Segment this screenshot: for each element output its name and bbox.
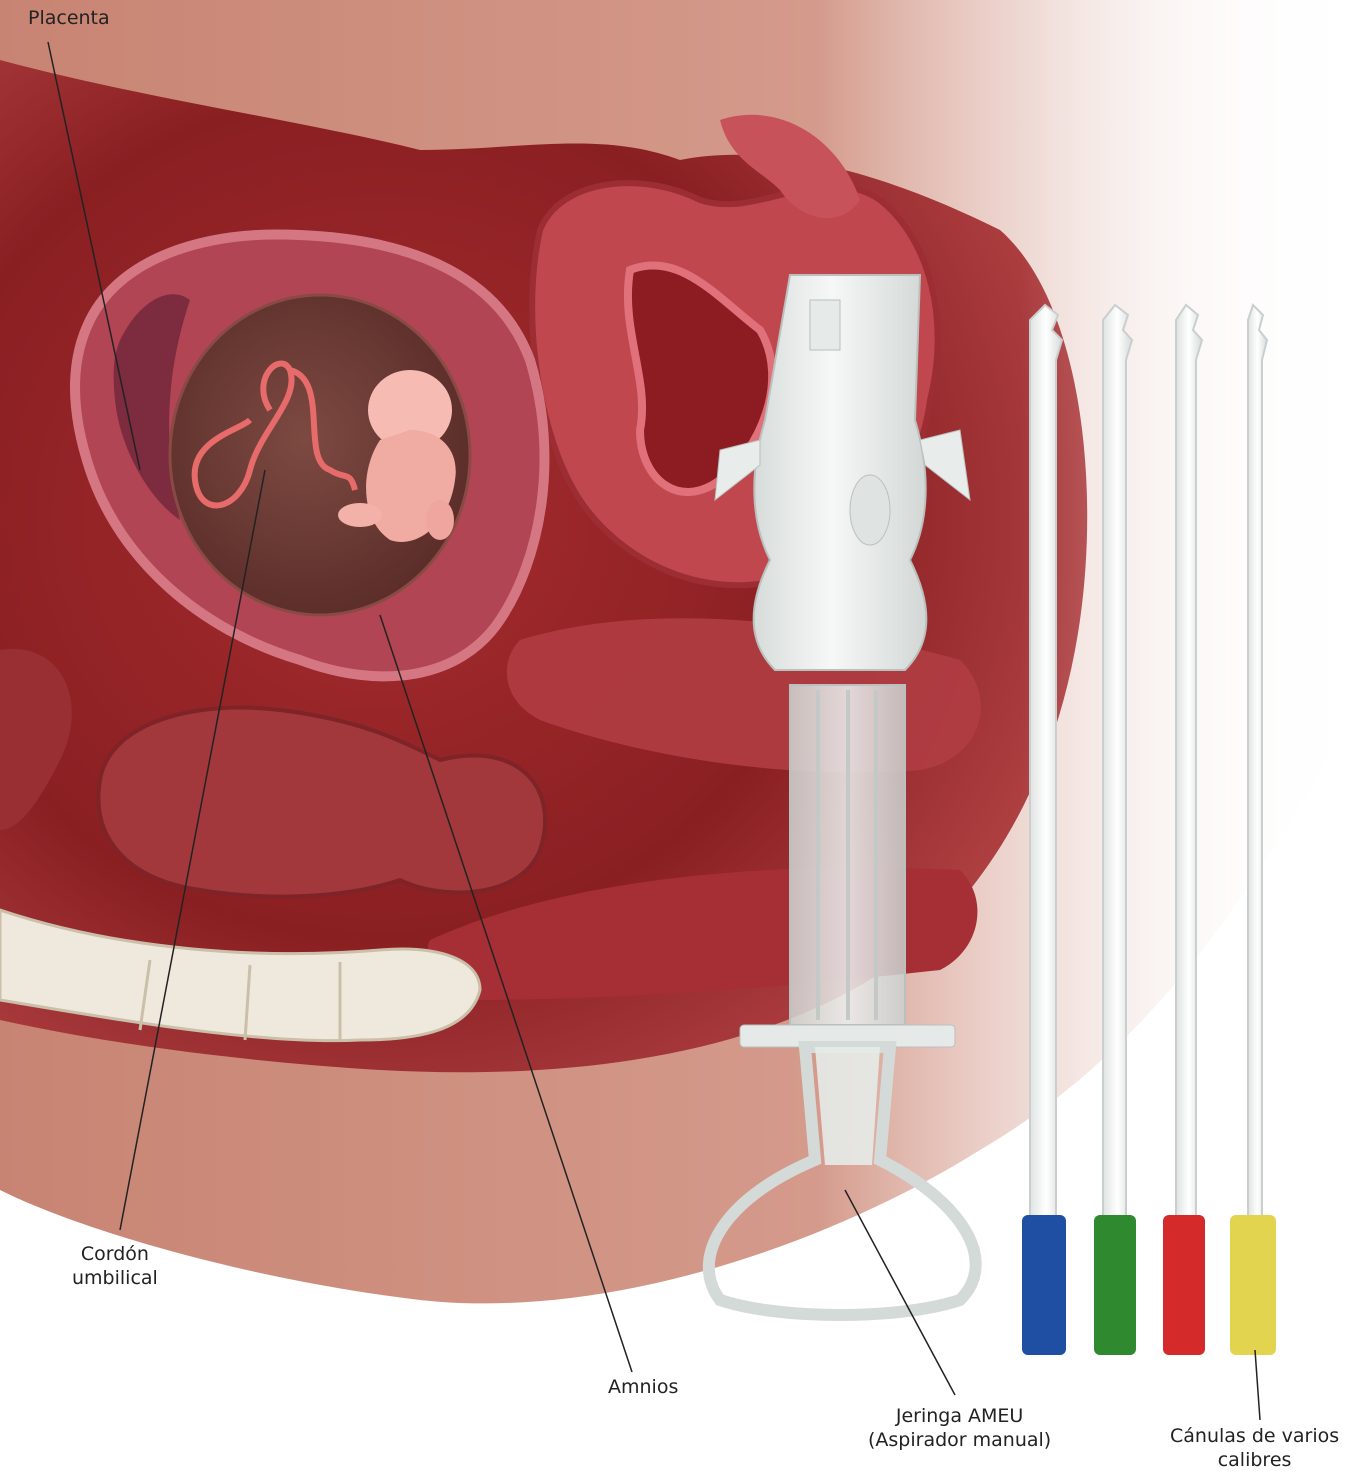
cannula-hub-2 [1094, 1215, 1136, 1355]
cannula-hub-3 [1163, 1215, 1205, 1355]
label-cordon-umbilical: Cordón umbilical [72, 1242, 158, 1290]
label-canulas: Cánulas de varios calibres [1170, 1424, 1339, 1472]
syringe-leader [845, 1190, 955, 1395]
cannula-hub-4 [1230, 1215, 1276, 1355]
label-placenta: Placenta [28, 6, 110, 30]
label-jeringa-ameu: Jeringa AMEU (Aspirador manual) [868, 1404, 1051, 1452]
cannula-hub-1 [1022, 1215, 1066, 1355]
label-amnios: Amnios [608, 1375, 678, 1399]
